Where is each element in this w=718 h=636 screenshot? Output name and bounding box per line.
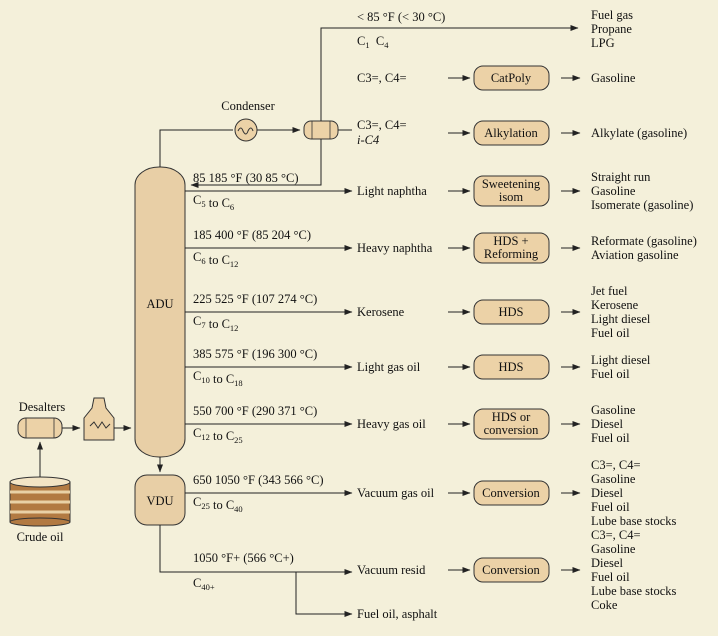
cut-carbon-range: C7 to C12: [193, 314, 238, 333]
product-label: Reformate (gasoline): [591, 234, 697, 248]
cut-carbon-range: C10 to C18: [193, 369, 243, 388]
process-unit: [473, 408, 550, 440]
process-unit-label: conversion: [484, 423, 540, 437]
alkylation-product: Alkylate (gasoline): [591, 126, 687, 140]
product-label: Lube base stocks: [591, 514, 677, 528]
process-unit-label: Reforming: [484, 247, 539, 261]
process-unit: [473, 480, 550, 506]
cut-carbon-range: C25 to C40: [193, 495, 243, 514]
overhead-product-3: LPG: [591, 36, 615, 50]
product-label: Diesel: [591, 417, 623, 431]
stream-name: Kerosene: [357, 305, 405, 319]
reflux-drum: [303, 120, 339, 140]
resid-fueloil-line: [295, 572, 353, 617]
process-unit-label: HDS or: [492, 410, 531, 424]
cut-temperature: 185 400 °F (85 204 °C): [193, 228, 311, 242]
overhead-product-1: Fuel gas: [591, 8, 633, 22]
stream-name: Vacuum resid: [357, 563, 426, 577]
product-label: Isomerate (gasoline): [591, 198, 693, 212]
product-label: Fuel oil: [591, 500, 630, 514]
catpoly-unit: [473, 65, 550, 91]
stream-name: Vacuum gas oil: [357, 486, 435, 500]
process-unit-label: HDS +: [493, 234, 528, 248]
product-label: Fuel oil: [591, 326, 630, 340]
stream-name: Heavy naphtha: [357, 241, 433, 255]
resid-line: [159, 525, 353, 575]
side-draws: 85 185 °F (30 85 °C) C5 to C6 Light naphth…: [185, 170, 697, 612]
product-label: C3=, C4=: [591, 528, 641, 542]
product-label: Light diesel: [591, 312, 651, 326]
process-unit-label: isom: [499, 190, 524, 204]
cut-carbon-range: C40+: [193, 576, 215, 592]
catpoly-feed: C3=, C4=: [357, 71, 407, 85]
catpoly-label: CatPoly: [491, 71, 532, 85]
product-label: Straight run: [591, 170, 651, 184]
product-label: Gasoline: [591, 542, 636, 556]
process-unit: [473, 232, 550, 264]
cut-carbon-range: C12 to C25: [193, 426, 243, 445]
stream-name: Light gas oil: [357, 360, 421, 374]
product-label: Fuel oil: [591, 431, 630, 445]
product-label: Diesel: [591, 556, 623, 570]
adu-label: ADU: [146, 297, 173, 311]
cut-temperature: 85 185 °F (30 85 °C): [193, 171, 299, 185]
crude-oil-label: Crude oil: [17, 530, 64, 544]
reflux-return-line: [190, 139, 322, 188]
process-unit: [473, 354, 550, 380]
cut-temperature: 650 1050 °F (343 566 °C): [193, 473, 324, 487]
product-label: Coke: [591, 598, 618, 612]
condenser-label: Condenser: [221, 99, 275, 113]
alkylation-label: Alkylation: [484, 126, 538, 140]
process-unit-label: Sweetening: [482, 177, 541, 191]
crude-oil-tank-icon: [9, 476, 71, 527]
product-label: Fuel oil: [591, 367, 630, 381]
process-unit-label: HDS: [498, 360, 523, 374]
process-unit-label: Conversion: [482, 563, 540, 577]
cut-temperature: 550 700 °F (290 371 °C): [193, 404, 317, 418]
desalter-vessel: [17, 417, 63, 439]
product-label: Diesel: [591, 486, 623, 500]
process-unit-label: HDS: [498, 305, 523, 319]
alkylation-unit: [473, 120, 550, 146]
cut-temperature: 385 575 °F (196 300 °C): [193, 347, 317, 361]
overhead-product-2: Propane: [591, 22, 632, 36]
process-unit: [473, 299, 550, 325]
product-label: Gasoline: [591, 472, 636, 486]
resid-side-label: Fuel oil, asphalt: [357, 607, 438, 621]
process-unit: [473, 175, 550, 207]
cut-temperature: 225 525 °F (107 274 °C): [193, 292, 317, 306]
product-label: C3=, C4=: [591, 458, 641, 472]
process-unit: [473, 557, 550, 583]
stream-name: Light naphtha: [357, 184, 427, 198]
product-label: Gasoline: [591, 403, 636, 417]
product-label: Jet fuel: [591, 284, 628, 298]
cut-carbon-range: C6 to C12: [193, 250, 238, 269]
desalters-label: Desalters: [19, 400, 66, 414]
condenser-coil-icon: [237, 127, 254, 135]
cut-temperature: 1050 °F+ (566 °C+): [193, 551, 294, 565]
adu-column: [134, 166, 186, 458]
product-label: Lube base stocks: [591, 584, 677, 598]
product-label: Fuel oil: [591, 570, 630, 584]
overhead-temp: < 85 °F (< 30 °C): [357, 10, 445, 24]
product-label: Light diesel: [591, 353, 651, 367]
catpoly-product: Gasoline: [591, 71, 636, 85]
cut-carbon-range: C5 to C6: [193, 193, 234, 212]
overhead-vapour-line: [159, 129, 233, 167]
product-label: Aviation gasoline: [591, 248, 679, 262]
vdu-label: VDU: [146, 494, 173, 508]
overhead-gas-line: [320, 25, 579, 121]
stream-name: Heavy gas oil: [357, 417, 426, 431]
product-label: Gasoline: [591, 184, 636, 198]
alky-feed-2: i-C4: [357, 133, 379, 147]
process-unit-label: Conversion: [482, 486, 540, 500]
overhead-carbon: C1 C4: [357, 34, 389, 50]
product-label: Kerosene: [591, 298, 639, 312]
alky-feed: C3=, C4=: [357, 118, 407, 132]
furnace-icon: [83, 397, 115, 441]
